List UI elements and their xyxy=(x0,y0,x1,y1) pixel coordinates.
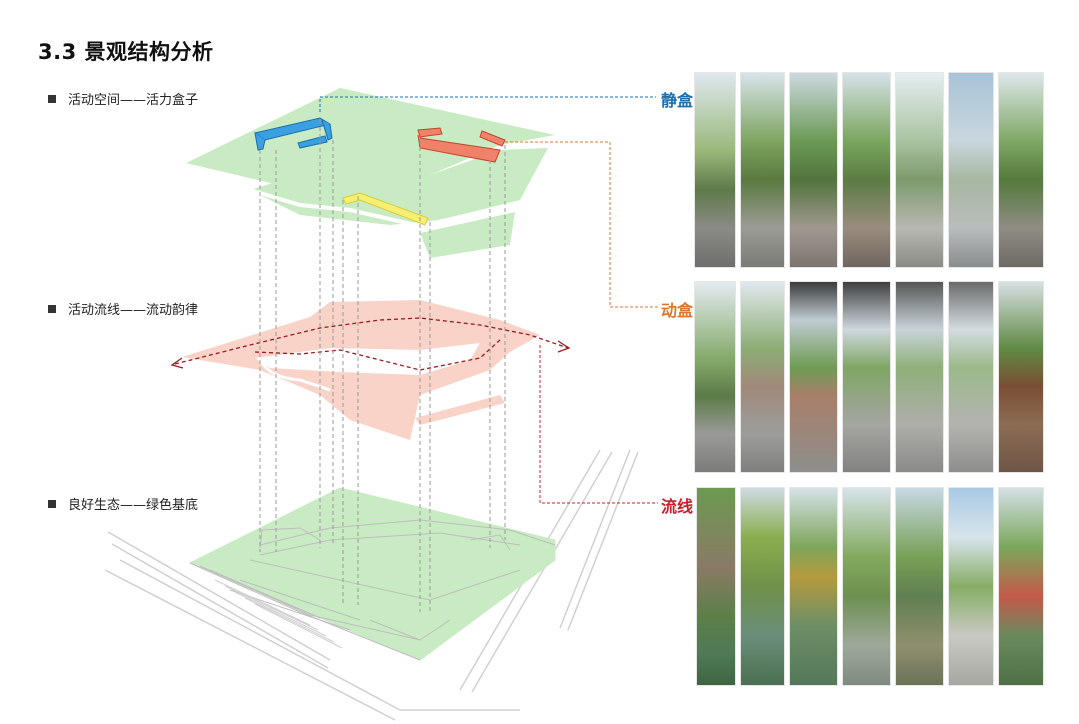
photo-strip xyxy=(740,281,785,473)
photo-strip xyxy=(948,72,994,268)
bullet-label: 活动空间——活力盒子 xyxy=(68,93,199,108)
photo-strip xyxy=(948,487,994,686)
base-green-layer xyxy=(188,487,556,661)
bullet-activity-space: 活动空间——活力盒子 xyxy=(48,89,198,108)
bullet-label: 良好生态——绿色基底 xyxy=(68,498,199,513)
flow-arrow-heads xyxy=(170,340,571,369)
photo-strip xyxy=(842,487,891,686)
projection-lines xyxy=(259,120,506,612)
photo-strip xyxy=(740,487,785,686)
tag-static-box: 静盒 xyxy=(661,91,694,110)
bullet-label: 活动流线——流动韵律 xyxy=(68,303,199,318)
photo-strip xyxy=(842,281,891,473)
flow-route-line xyxy=(174,317,569,371)
photo-strip xyxy=(842,72,891,268)
photo-strip xyxy=(895,72,944,268)
photo-strip xyxy=(895,281,944,473)
photo-strip xyxy=(789,487,838,686)
static-box-blue xyxy=(253,117,333,151)
dynamic-box-orange xyxy=(417,127,506,163)
flow-pink-layer xyxy=(182,300,540,440)
callout-lines xyxy=(319,96,658,504)
photo-strip xyxy=(895,487,944,686)
yellow-strip xyxy=(342,192,429,226)
bullet-activity-flow: 活动流线——流动韵律 xyxy=(48,299,198,318)
photo-strip xyxy=(998,72,1044,268)
photo-strip xyxy=(948,281,994,473)
photo-strip xyxy=(789,281,838,473)
top-green-layer xyxy=(186,88,555,258)
photo-strip xyxy=(694,72,736,268)
photo-strip xyxy=(740,72,785,268)
photo-strip xyxy=(998,487,1044,686)
bullet-square-icon xyxy=(48,499,56,508)
bullet-square-icon xyxy=(48,94,56,103)
tag-flow: 流线 xyxy=(661,497,694,516)
page-title: 3.3 景观结构分析 xyxy=(38,40,214,64)
bullet-ecology: 良好生态——绿色基底 xyxy=(48,494,198,513)
photo-strip xyxy=(998,281,1044,473)
photo-strip xyxy=(694,281,736,473)
photo-strip xyxy=(696,487,736,686)
tag-dynamic-box: 动盒 xyxy=(661,301,694,320)
bullet-square-icon xyxy=(48,304,56,313)
photo-strip xyxy=(789,72,838,268)
